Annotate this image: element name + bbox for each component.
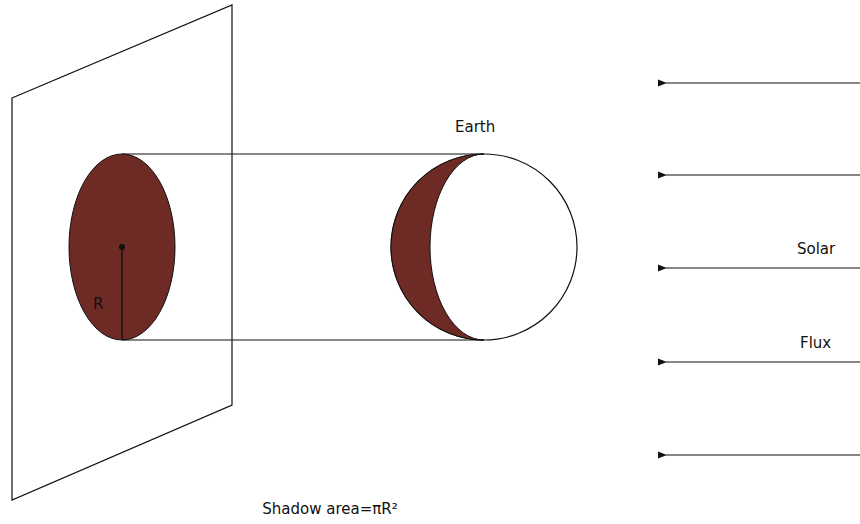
flux-arrow <box>666 361 860 362</box>
projection-line <box>122 153 484 154</box>
flux-arrow <box>666 454 860 455</box>
radius-line <box>121 247 122 340</box>
night-crescent <box>391 154 484 340</box>
projection-line <box>122 339 484 340</box>
shadow-ellipse <box>69 154 175 340</box>
projection-plane <box>12 5 232 500</box>
flux-arrow <box>666 82 860 83</box>
center-dot <box>119 244 125 250</box>
flux-arrow <box>666 267 860 268</box>
flux-arrow <box>666 174 860 175</box>
flux-label: Solar <box>797 240 835 258</box>
radius-label: R <box>93 295 103 313</box>
caption: Shadow area=πR² <box>262 500 397 518</box>
flux-label: Flux <box>800 334 831 352</box>
earth-circle <box>391 154 577 340</box>
body-label: Earth <box>455 118 495 136</box>
